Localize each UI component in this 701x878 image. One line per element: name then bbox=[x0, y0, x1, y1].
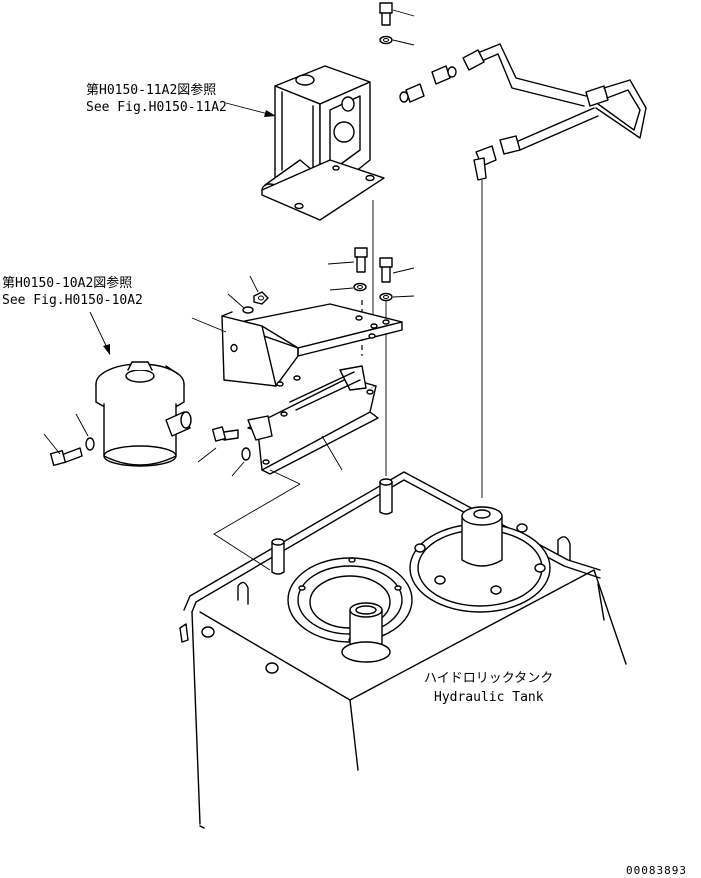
reference-lower-jp: 第H0150-10A2図参照 bbox=[2, 275, 132, 291]
reference-label-upper: 第H0150-11A2図参照 See Fig.H0150-11A2 bbox=[86, 82, 277, 117]
elbow-fitting bbox=[399, 83, 425, 103]
elbow-to-tank bbox=[473, 145, 497, 498]
nipple-fitting bbox=[431, 65, 457, 85]
dust-indicator-assembly bbox=[261, 65, 385, 221]
reference-upper-en: See Fig.H0150-11A2 bbox=[86, 100, 227, 115]
reference-upper-jp: 第H0150-11A2図参照 bbox=[86, 82, 216, 98]
lower-bracket-washer bbox=[231, 447, 251, 477]
reference-label-lower: 第H0150-10A2図参照 See Fig.H0150-10A2 bbox=[2, 275, 143, 355]
air-breather bbox=[95, 361, 192, 467]
hose-tube bbox=[462, 43, 647, 155]
bracket-bolt-right bbox=[379, 257, 415, 283]
mounting-bracket-upper bbox=[191, 303, 403, 387]
tank-cover bbox=[409, 506, 551, 613]
spacer-right bbox=[379, 478, 393, 515]
bracket-washer-small bbox=[227, 293, 254, 314]
breather-washer bbox=[75, 413, 95, 451]
tank-label: ハイドロリックタンク Hydraulic Tank bbox=[424, 671, 553, 705]
bracket-nut bbox=[249, 275, 269, 305]
reference-lower-en: See Fig.H0150-10A2 bbox=[2, 293, 143, 308]
tank-label-en: Hydraulic Tank bbox=[434, 690, 544, 705]
bracket-washer-right bbox=[379, 292, 415, 302]
hydraulic-tank bbox=[179, 471, 627, 829]
bracket-bolt-left bbox=[327, 247, 368, 273]
mounting-bracket-lower bbox=[247, 365, 379, 475]
lower-bracket-bolt bbox=[197, 426, 239, 463]
bracket-washer-left bbox=[329, 282, 367, 292]
spacer-left bbox=[271, 538, 285, 575]
breather-bolt bbox=[43, 433, 83, 467]
bracket-projection bbox=[213, 469, 301, 571]
upper-washer bbox=[379, 35, 415, 46]
drawing-number: 00083893 bbox=[626, 864, 687, 877]
upper-bolt bbox=[379, 2, 415, 26]
filler-flange bbox=[287, 557, 413, 663]
tank-label-jp: ハイドロリックタンク bbox=[424, 671, 553, 686]
